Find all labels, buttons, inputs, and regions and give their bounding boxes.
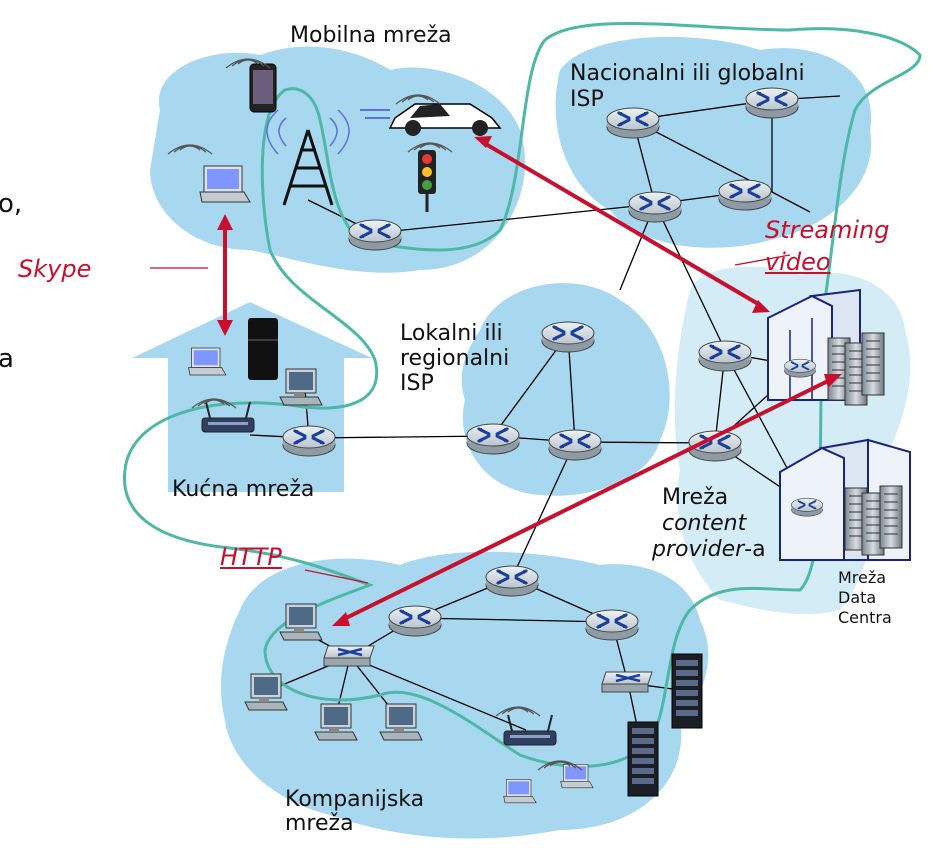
label-home-network: Kućna mreža	[172, 477, 315, 502]
teal-boundary	[122, 21, 922, 768]
desktop-icon	[379, 703, 423, 741]
home-devices	[188, 318, 323, 433]
router-icon	[584, 608, 640, 642]
traffic-arrows	[217, 136, 842, 626]
label-datacenter-line3: Centra	[838, 608, 892, 627]
label-enterprise-line2: mreža	[285, 811, 354, 836]
label-national-isp-line2: ISP	[570, 87, 604, 112]
label-streaming-line2: video	[765, 248, 831, 276]
desktop-icon	[314, 703, 358, 741]
label-local-isp-line2: regionalni	[400, 346, 510, 371]
label-skype: Skype	[18, 255, 92, 283]
server-icon	[671, 653, 703, 729]
router-icon	[697, 339, 753, 373]
label-national-isp-line1: Nacionalni ili globalni	[570, 61, 805, 86]
cloud-local-isp	[461, 283, 670, 496]
traffic-light-icon	[407, 142, 453, 212]
label-leader-lines	[150, 254, 791, 584]
router-icon	[717, 178, 773, 212]
router-icon	[387, 604, 443, 638]
label-http: HTTP	[220, 543, 282, 571]
label-content-provider-suffix: -a	[744, 537, 766, 562]
label-enterprise-line1: Kompanijska	[285, 787, 425, 812]
router-icon	[347, 218, 403, 252]
cloud-mobile-network	[150, 46, 526, 273]
desktop-icon	[279, 368, 323, 406]
label-datacenter-line2: Data	[838, 588, 877, 607]
label-edge-text-1: o,	[0, 189, 23, 219]
desktop-icon	[244, 673, 288, 711]
label-content-provider-line2: content	[662, 511, 747, 536]
server-icon	[627, 721, 659, 797]
label-content-provider-italic: provider	[652, 537, 745, 562]
router-icon	[484, 564, 540, 598]
label-content-provider-line1: Mreža	[662, 485, 729, 510]
router-icon	[547, 428, 603, 462]
car-icon	[360, 94, 502, 136]
fridge-icon	[248, 318, 278, 380]
router-icon	[465, 422, 521, 456]
router-icon	[744, 86, 800, 120]
label-local-isp-line1: Lokalni ili	[400, 321, 503, 346]
switch-icon	[600, 670, 654, 694]
laptop-icon	[188, 347, 227, 376]
label-local-isp-line3: ISP	[400, 371, 434, 396]
label-mobile-network: Mobilna mreža	[290, 23, 452, 48]
smartphone-icon	[225, 58, 277, 113]
label-edge-text-2: a	[0, 344, 14, 374]
label-datacenter-line1: Mreža	[838, 568, 887, 587]
router-icon	[627, 190, 683, 224]
switch-icon	[322, 644, 376, 668]
cell-tower-icon	[266, 109, 350, 206]
router-icon	[605, 106, 661, 140]
router-icon	[281, 424, 337, 458]
label-content-provider-line3: provider-a	[652, 538, 766, 562]
router-icon	[540, 320, 596, 354]
desktop-icon	[279, 603, 323, 641]
label-streaming-line1: Streaming	[765, 216, 890, 244]
cloud-national-isp	[555, 36, 872, 248]
